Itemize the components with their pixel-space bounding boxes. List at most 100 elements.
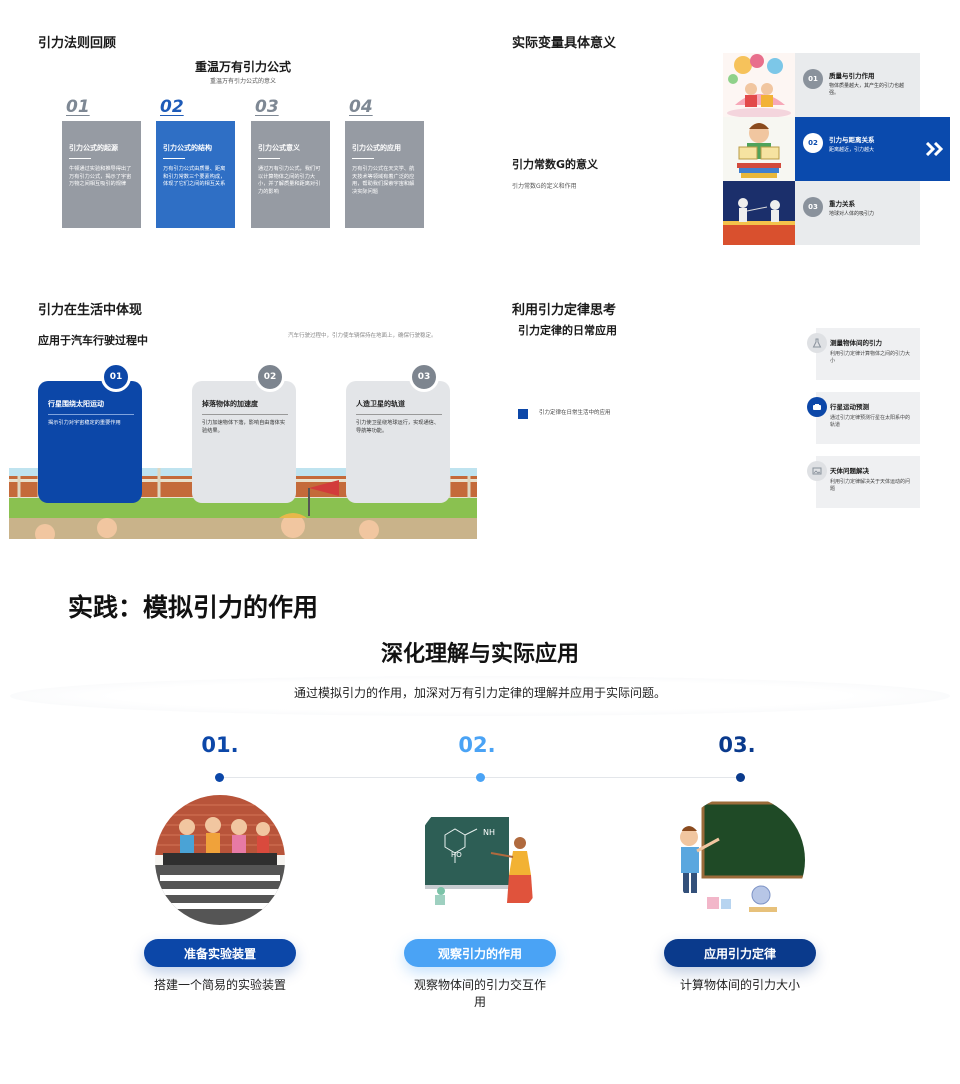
image-icon [807, 461, 827, 481]
svg-text:HO: HO [451, 851, 462, 859]
card-title: 引力公式的起源 [69, 144, 118, 152]
boy-reading-illustration [723, 117, 795, 181]
card-title: 引力公式的结构 [163, 144, 212, 152]
divider [69, 158, 91, 159]
divider [163, 158, 185, 159]
card-number-badge: 02 [255, 362, 285, 392]
card-number-badge: 01 [101, 362, 131, 392]
step-desc: 搭建一个简易的实验装置 [153, 978, 286, 992]
panel-subtitle: 深化理解与实际应用 [380, 642, 579, 667]
variable-box: 01 质量与引力作用 物体质量越大，其产生的引力也越强。 [795, 53, 920, 117]
application-card: 测量物体间的引力 利用引力定律计算物体之间的引力大小 [816, 328, 920, 380]
card-number: 04 [349, 97, 373, 117]
card-number-badge: 03 [409, 362, 439, 392]
card-number: 03 [255, 97, 279, 117]
globe-icon [807, 397, 827, 417]
card-title: 人造卫星的轨道 [356, 400, 405, 408]
divider [202, 414, 288, 415]
panel-title: 引力法则回顾 [38, 36, 117, 51]
double-chevron-right-icon [925, 142, 944, 156]
card-desc: 牛顿通过实验和推导得出了万有引力公式，揭示了宇宙万物之间相互吸引的规律 [69, 166, 132, 187]
row-title: 引力与距离关系 [829, 136, 875, 144]
card-desc: 利用引力定律解决关于天体运动的问题 [830, 479, 911, 492]
card-desc: 利用引力定律计算物体之间的引力大小 [830, 351, 911, 364]
step-desc: 观察物体间的引力交互作用 [413, 978, 546, 1009]
legend-label: 引力定律在日常生活中的应用 [539, 410, 611, 416]
step-number: 03. [718, 733, 756, 757]
card-desc: 通过引力定律预测行星在太阳系中的轨道 [830, 415, 911, 428]
panel-subtitle: 应用于汽车行驶过程中 [38, 334, 148, 347]
panel-subtitle: 重温万有引力公式 [194, 60, 291, 74]
row-desc: 地球对人体的吸引力 [829, 211, 875, 217]
card-title: 引力公式的应用 [352, 144, 401, 152]
card-desc: 引力加速物体下落，影响自由落体实验结果。 [202, 420, 286, 434]
card-title: 行星围绕太阳运动 [48, 400, 104, 408]
card-title: 测量物体间的引力 [830, 339, 882, 347]
divider [356, 414, 442, 415]
row-number: 03 [803, 197, 823, 217]
variable-row: 02 引力与距离关系 距离越近，引力越大 [723, 117, 920, 181]
row-desc: 距离越近，引力越大 [829, 147, 875, 153]
card-number: 02 [160, 97, 184, 117]
divider [48, 414, 134, 415]
row-desc: 物体质量越大，其产生的引力也越强。 [829, 83, 905, 96]
step-button[interactable]: 观察引力的作用 [404, 939, 556, 967]
timeline-dot [736, 773, 745, 782]
boy-pointing-board-illustration [675, 795, 805, 925]
card-title: 行星运动预测 [830, 403, 869, 411]
step-button[interactable]: 应用引力定律 [664, 939, 816, 967]
row-number: 01 [803, 69, 823, 89]
variable-box: 03 重力关系 地球对人体的吸引力 [795, 181, 920, 245]
card-desc: 万有引力公式在天文学、航天技术等领域有着广泛的应用，帮助我们探索宇宙和解决实际问… [352, 166, 415, 195]
panel-title: 利用引力定律思考 [512, 303, 617, 318]
panel-title: 引力在生活中体现 [38, 303, 143, 318]
info-card: 引力公式的起源 牛顿通过实验和推导得出了万有引力公式，揭示了宇宙万物之间相互吸引… [62, 121, 141, 228]
panel-subtitle: 引力定律的日常应用 [518, 324, 617, 337]
row-number: 02 [803, 133, 823, 153]
row-title: 质量与引力作用 [829, 72, 875, 80]
kids-crosswalk-illustration [155, 795, 285, 925]
panel-subtitle-small: 重温万有引力公式的意义 [209, 78, 276, 85]
card-desc: 万有引力公式由质量、距离和引力常数三个要素构成，体现了它们之间的相互关系 [163, 166, 226, 187]
panel-title: 实际变量具体意义 [512, 36, 617, 51]
step-number: 02. [458, 733, 496, 757]
example-card: 掉落物体的加速度 引力加速物体下落，影响自由落体实验结果。 [192, 381, 296, 503]
flask-icon [807, 333, 827, 353]
step-number: 01. [201, 733, 239, 757]
teacher-blackboard-illustration: NH HO [415, 795, 545, 925]
card-title: 引力公式意义 [258, 144, 300, 152]
fencing-illustration [723, 181, 795, 245]
svg-text:NH: NH [483, 828, 495, 837]
card-desc: 通过万有引力公式，我们可以计算物体之间的引力大小，并了解质量和距离对引力的影响 [258, 166, 321, 195]
panel-subtitle: 引力常数G的意义 [512, 158, 599, 171]
legend-swatch [518, 409, 528, 419]
variable-row: 03 重力关系 地球对人体的吸引力 [723, 181, 920, 245]
timeline-dot [215, 773, 224, 782]
info-card: 引力公式的应用 万有引力公式在天文学、航天技术等领域有着广泛的应用，帮助我们探索… [345, 121, 424, 228]
step-desc: 计算物体间的引力大小 [679, 978, 800, 992]
variable-row: 01 质量与引力作用 物体质量越大，其产生的引力也越强。 [723, 53, 920, 117]
card-title: 天体问题解决 [830, 467, 869, 475]
application-card: 天体问题解决 利用引力定律解决关于天体运动的问题 [816, 456, 920, 508]
step-button[interactable]: 准备实验装置 [144, 939, 296, 967]
next-arrow-button[interactable] [920, 117, 950, 181]
kids-balloon-illustration [723, 53, 795, 117]
info-card: 引力公式的结构 万有引力公式由质量、距离和引力常数三个要素构成，体现了它们之间的… [156, 121, 235, 228]
timeline-dot [476, 773, 485, 782]
info-card: 引力公式意义 通过万有引力公式，我们可以计算物体之间的引力大小，并了解质量和距离… [251, 121, 330, 228]
divider [352, 158, 374, 159]
panel-subtitle-small: 引力常数G的定义和作用 [512, 183, 577, 190]
panel-intro: 通过模拟引力的作用，加深对万有引力定律的理解并应用于实际问题。 [293, 686, 666, 700]
example-card: 人造卫星的轨道 引力使卫星绕地球运行，实现通信、导航等功能。 [346, 381, 450, 503]
application-card: 行星运动预测 通过引力定律预测行星在太阳系中的轨道 [816, 392, 920, 444]
card-desc: 揭示引力对宇宙稳定的重要作用 [48, 420, 121, 426]
panel-note: 汽车行驶过程中，引力使车辆保持在地面上，确保行驶稳定。 [288, 333, 437, 339]
row-title: 重力关系 [829, 200, 855, 208]
card-number: 01 [66, 97, 90, 117]
decorative-arc [10, 676, 950, 716]
card-title: 掉落物体的加速度 [202, 400, 258, 408]
divider [258, 158, 280, 159]
example-card: 行星围绕太阳运动 揭示引力对宇宙稳定的重要作用 [38, 381, 142, 503]
panel-title: 实践：模拟引力的作用 [68, 593, 319, 622]
card-desc: 引力使卫星绕地球运行，实现通信、导航等功能。 [356, 420, 440, 434]
